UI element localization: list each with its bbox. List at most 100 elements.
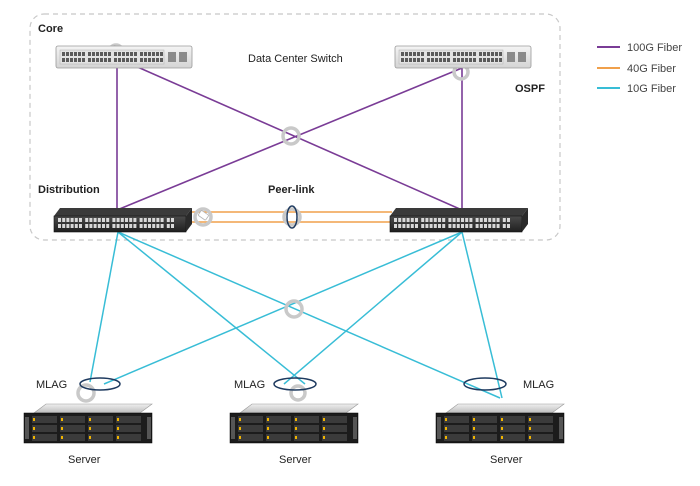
port [93, 224, 97, 228]
port [160, 224, 164, 228]
label-mlag-center: MLAG [234, 379, 265, 391]
port [447, 58, 450, 62]
port [456, 224, 460, 228]
core-switch-right [394, 45, 532, 69]
link-core-right-to-dist-left [116, 67, 463, 211]
port [394, 224, 397, 228]
mlag-ring-left [79, 377, 121, 391]
drive-bay [60, 416, 85, 423]
dist-right-ports [394, 218, 510, 228]
drive-bay [500, 416, 525, 423]
port [475, 218, 479, 222]
drive-led [445, 418, 447, 421]
port [125, 224, 128, 228]
port [413, 52, 416, 56]
drive-led [61, 427, 63, 430]
port [491, 58, 494, 62]
port [431, 52, 434, 56]
port [106, 224, 110, 228]
drive-bay [444, 425, 469, 432]
drive-led [33, 436, 35, 439]
port [70, 218, 74, 222]
port [74, 218, 78, 222]
label-mlag-right: MLAG [523, 379, 554, 391]
drive-bay [528, 425, 553, 432]
port [405, 52, 408, 56]
drive-bay [60, 425, 85, 432]
port [62, 224, 66, 228]
drive-led [445, 436, 447, 439]
port [469, 224, 473, 228]
legend-item-100g: 100G Fiber [597, 42, 682, 54]
port [479, 218, 483, 222]
peer-link-bundle-ring [286, 205, 298, 229]
port [461, 218, 464, 222]
port [488, 218, 492, 222]
drive-led [323, 436, 325, 439]
drive-led [89, 418, 91, 421]
connector-access-cross [284, 299, 304, 319]
port [405, 58, 408, 62]
drive-led [61, 418, 63, 421]
port [122, 52, 125, 56]
legend-item-40g: 40G Fiber [597, 63, 676, 75]
port [402, 224, 406, 228]
port [417, 52, 420, 56]
port [66, 52, 69, 56]
core-right-ports [401, 52, 502, 62]
connector-peer-center [282, 207, 302, 227]
dist-left-ports [58, 218, 174, 228]
port [97, 218, 101, 222]
port [435, 58, 438, 62]
port [139, 218, 143, 222]
drive-bay [116, 416, 141, 423]
drive-led [501, 418, 503, 421]
port [156, 58, 159, 62]
drive-bay [266, 425, 291, 432]
server-center-bays [231, 416, 357, 441]
drive-led [117, 418, 119, 421]
port [143, 218, 147, 222]
legend-label-10g: 10G Fiber [627, 83, 676, 95]
drive-led [267, 418, 269, 421]
port [461, 224, 464, 228]
server-ear [353, 417, 357, 439]
port [427, 58, 430, 62]
port [469, 218, 473, 222]
drive-led [239, 427, 241, 430]
drive-bay [88, 416, 113, 423]
link-core-left-to-dist-right [116, 57, 463, 211]
port [74, 224, 78, 228]
port [417, 58, 420, 62]
drive-bay [32, 434, 57, 441]
port [148, 224, 151, 228]
link-dist-left-to-server-left [89, 231, 119, 383]
port [410, 218, 414, 222]
port [89, 224, 93, 228]
port [448, 218, 452, 222]
drive-led [529, 418, 531, 421]
server-right [435, 403, 565, 444]
port [88, 58, 91, 62]
mlag-ring-center [273, 377, 317, 391]
port [469, 52, 472, 56]
port [58, 224, 61, 228]
link-dist-right-to-server-left [103, 231, 463, 385]
port [473, 58, 476, 62]
port [144, 52, 147, 56]
port [78, 58, 81, 62]
connector-server-center-top [289, 384, 307, 402]
port [409, 58, 412, 62]
port [114, 58, 117, 62]
drive-led [473, 436, 475, 439]
port [443, 52, 446, 56]
port [484, 218, 487, 222]
drive-led [323, 427, 325, 430]
port [114, 52, 117, 56]
port [120, 224, 124, 228]
drive-bay [266, 434, 291, 441]
port [108, 58, 111, 62]
port [89, 218, 93, 222]
port [401, 58, 404, 62]
